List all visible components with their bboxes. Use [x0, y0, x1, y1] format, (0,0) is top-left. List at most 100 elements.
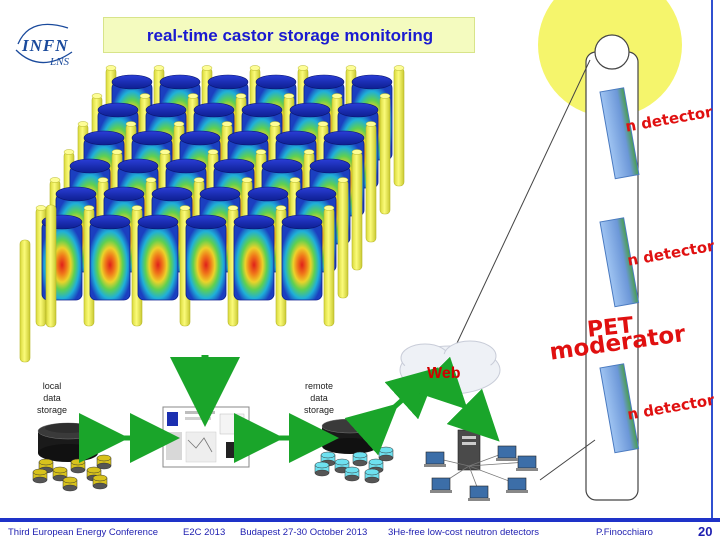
computer-base: [424, 464, 446, 467]
yellow-tube-cap: [91, 93, 103, 99]
yellow-tube: [351, 151, 363, 271]
monitoring-screen: [162, 406, 250, 468]
yellow-tube-cap: [337, 177, 349, 183]
cylinder-top: [323, 130, 365, 146]
disk: [96, 454, 112, 470]
computer-base: [430, 490, 452, 493]
computer-screen: [497, 445, 517, 459]
detector-cylinder: [281, 214, 323, 301]
connector-line: [539, 439, 596, 481]
yellow-tube-cap: [77, 121, 89, 127]
footer-topic: 3He-free low-cost neutron detectors: [388, 527, 540, 538]
yellow-tube-cap: [111, 149, 123, 155]
cylinder-body: [185, 221, 227, 301]
disk: [92, 474, 108, 490]
disk-top: [378, 446, 394, 454]
disk-top: [368, 458, 384, 466]
cylinder-top: [145, 102, 187, 118]
label-line: local: [42, 381, 62, 391]
footer-bar: Third European Energy Conference E2C 201…: [0, 518, 720, 540]
yellow-tube-cap: [297, 65, 309, 71]
disk-top: [334, 458, 350, 466]
cylinder-top: [275, 130, 317, 146]
yellow-tube-cap: [105, 65, 117, 71]
disk-bottom: [344, 474, 360, 482]
disk-bottom: [378, 454, 394, 462]
detector-cylinder: [185, 214, 227, 301]
computer-screen: [425, 451, 445, 465]
yellow-tube-cap: [159, 149, 171, 155]
computer-screen: [431, 477, 451, 491]
disk-top: [70, 458, 86, 466]
yellow-tube-cap: [365, 121, 377, 127]
disk-bottom: [352, 459, 368, 467]
cylinder-top: [233, 214, 275, 230]
connector-line: [449, 59, 591, 359]
neutron-detector: [599, 217, 640, 308]
cylinder-top: [159, 74, 201, 90]
logo-text: INFN: [22, 36, 69, 55]
cylinder-top: [199, 186, 241, 202]
yellow-tube-cap: [207, 149, 219, 155]
footer-conference: Third European Energy Conference: [8, 527, 158, 538]
cylinder-top: [69, 158, 111, 174]
disk-top: [314, 461, 330, 469]
disk-bottom: [314, 469, 330, 477]
cylinder-top: [179, 130, 221, 146]
computer-screen: [507, 477, 527, 491]
cylinder-top: [117, 158, 159, 174]
cylinder-top: [185, 214, 227, 230]
cylinder-top: [303, 74, 345, 90]
disk: [62, 476, 78, 492]
yellow-tube: [379, 95, 391, 215]
yellow-tube-cap: [49, 177, 61, 183]
cylinder-top: [261, 158, 303, 174]
cylinder-top: [97, 102, 139, 118]
computer-icon: [424, 451, 446, 467]
detector-cylinder: [89, 214, 131, 301]
yellow-tube-cap: [193, 177, 205, 183]
yellow-tube-cap: [125, 121, 137, 127]
computer-base: [516, 468, 538, 471]
yellow-tube: [337, 179, 349, 299]
local-storage-server: [37, 422, 99, 462]
disk-bottom: [364, 476, 380, 484]
local-disk-stack: [32, 454, 112, 492]
yellow-tube-cap: [139, 93, 151, 99]
cylinder-top: [289, 102, 331, 118]
disk-bottom: [62, 484, 78, 492]
computer-icon: [516, 455, 538, 471]
title-box: real-time castor storage monitoring: [103, 17, 475, 53]
web-label: Web: [427, 365, 461, 382]
yellow-tube-cap: [345, 65, 357, 71]
cylinder-body: [233, 221, 275, 301]
cylinder-top: [165, 158, 207, 174]
label-line: storage: [36, 405, 68, 415]
computer-icon: [430, 477, 452, 493]
disk: [314, 461, 330, 477]
yellow-tube-cap: [201, 65, 213, 71]
label-line: remote: [304, 381, 333, 391]
label-line: storage: [303, 405, 335, 415]
yellow-tube-cap: [303, 149, 315, 155]
cylinder-body: [137, 221, 179, 301]
yellow-tube-cap: [241, 177, 253, 183]
yellow-tube-cap: [179, 205, 191, 211]
yellow-tube: [45, 204, 57, 328]
yellow-tube-cap: [227, 205, 239, 211]
disk-top: [32, 468, 48, 476]
cylinder-top: [309, 158, 351, 174]
disk-top: [320, 451, 336, 459]
yellow-tube-cap: [153, 65, 165, 71]
computer-screen: [517, 455, 537, 469]
yellow-tube: [365, 123, 377, 243]
yellow-tube-cap: [249, 65, 261, 71]
footer-author: P.Finocchiaro: [596, 527, 653, 538]
cylinder-top: [241, 102, 283, 118]
computer-base: [468, 498, 490, 501]
yellow-tube-cap: [317, 121, 329, 127]
server-slot: [462, 436, 476, 439]
computer-screen: [469, 485, 489, 499]
cylinder-top: [89, 214, 131, 230]
